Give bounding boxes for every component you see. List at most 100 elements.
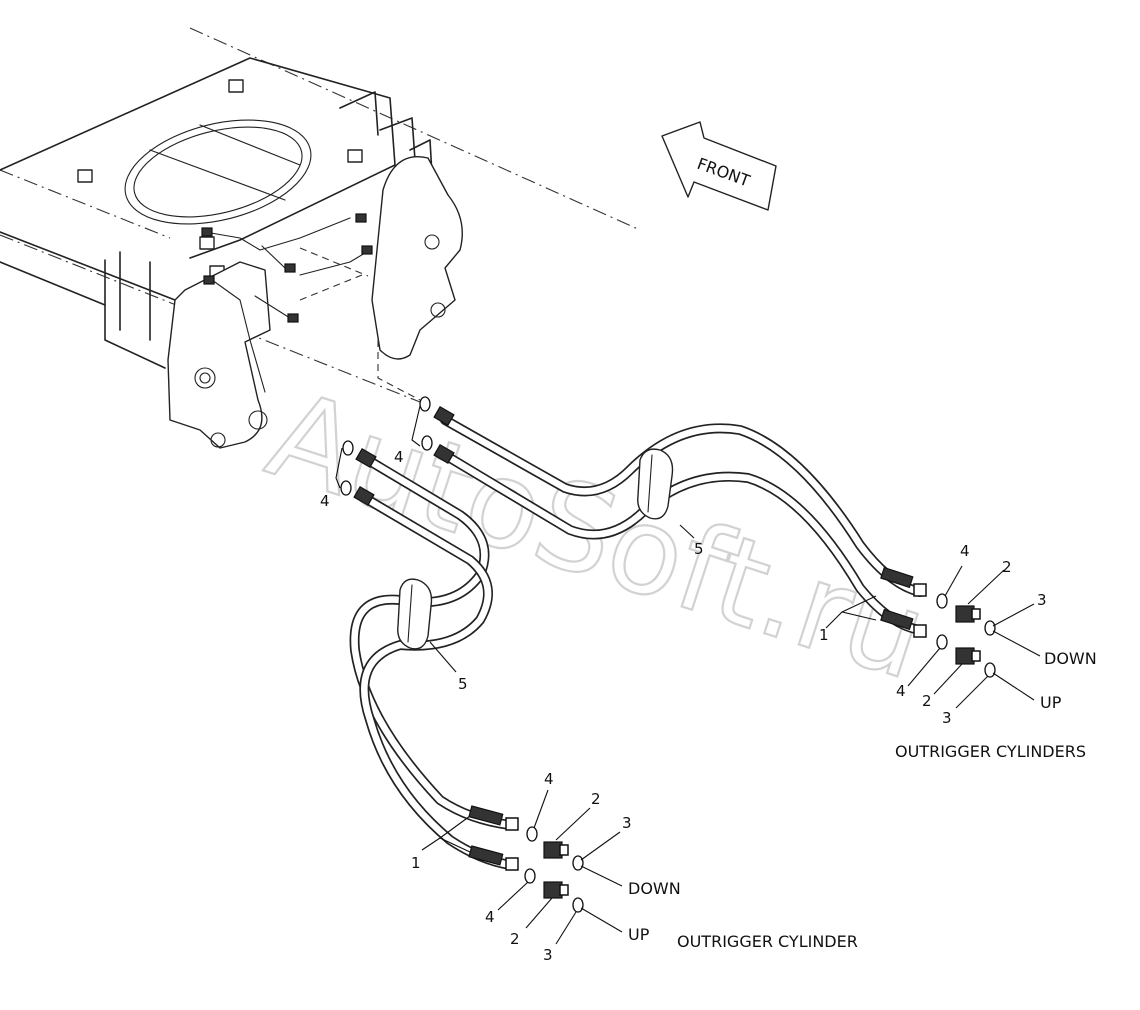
- hose-crimp: [880, 566, 914, 589]
- hose-crimp: [468, 845, 504, 866]
- turntable-ring: [124, 119, 312, 225]
- frame-end-orings: [335, 396, 433, 496]
- hose-end-nut: [505, 857, 519, 871]
- frame-structure: [0, 27, 641, 449]
- leader-line: [439, 837, 471, 853]
- callout-4: 4: [394, 448, 404, 466]
- reference-line: [299, 274, 363, 301]
- adapter-thread: [971, 650, 981, 662]
- frame-web: [379, 117, 416, 161]
- callout-2: 2: [922, 692, 932, 710]
- oring-3: [572, 897, 584, 913]
- outrigger-bracket-left: [167, 261, 271, 449]
- bolt-block: [347, 149, 363, 163]
- leader-line: [907, 647, 941, 687]
- outrigger-bracket-right: [371, 156, 463, 360]
- front-arrow: FRONT: [661, 121, 777, 211]
- left-cylinder-fittings: 4 2 3 DOWN 4 2 3 UP 1 5 OUTRIGGER CYLIND…: [411, 641, 858, 964]
- hose-frame-fitting: [433, 405, 455, 427]
- hose-frame-fitting: [353, 485, 375, 507]
- adapter-2: [543, 841, 569, 859]
- bolt-block: [199, 236, 215, 250]
- oring-4: [936, 593, 948, 609]
- tube-fitting: [284, 263, 296, 273]
- bracket-hole: [430, 302, 446, 318]
- leader-line: [335, 447, 343, 489]
- callout-2: 2: [1002, 558, 1012, 576]
- callout-3: 3: [622, 814, 632, 832]
- adapter-2: [543, 881, 569, 899]
- bracket-pin: [194, 367, 216, 389]
- callout-5: 5: [458, 675, 468, 693]
- tube-fitting: [201, 227, 213, 237]
- callout-3: 3: [543, 946, 553, 964]
- hose-frame-fitting: [433, 443, 455, 465]
- leader-line: [679, 524, 695, 539]
- left-hose-pair: [349, 447, 519, 871]
- caption-outrigger-cylinder: OUTRIGGER CYLINDER: [677, 932, 858, 951]
- frame-top-plate: [0, 57, 396, 259]
- callout-4: 4: [544, 770, 554, 788]
- hose-end-nut: [913, 624, 927, 638]
- leader-line: [841, 595, 877, 613]
- clamp-left: [397, 578, 433, 650]
- callout-5: 5: [694, 540, 704, 558]
- leader-line: [955, 675, 989, 709]
- hose-crimp: [880, 608, 914, 631]
- centerline: [0, 169, 171, 239]
- callout-4: 4: [320, 492, 330, 510]
- adapter-2: [955, 605, 981, 623]
- turntable-line: [199, 124, 301, 166]
- oring-3: [984, 662, 996, 678]
- callout-2: 2: [510, 930, 520, 948]
- leader-line: [555, 911, 577, 945]
- callout-4: 4: [960, 542, 970, 560]
- leader-line: [992, 630, 1041, 657]
- oring: [421, 435, 433, 451]
- adapter-thread: [559, 844, 569, 856]
- frame-lower-edge: [0, 261, 106, 306]
- oring: [419, 396, 431, 412]
- adapter-thread: [971, 608, 981, 620]
- oring-4: [524, 868, 536, 884]
- label-down: DOWN: [1044, 649, 1097, 668]
- frame-lower-edge: [0, 231, 176, 301]
- label-up: UP: [1040, 693, 1062, 712]
- tube-fitting: [203, 275, 215, 285]
- callout-4: 4: [485, 908, 495, 926]
- leader-line: [555, 807, 591, 841]
- leader-line: [992, 672, 1035, 701]
- leader-line: [580, 865, 623, 887]
- leader-line: [933, 663, 963, 695]
- callout-1: 1: [411, 854, 421, 872]
- oring-3: [572, 855, 584, 871]
- bolt-cubes: [77, 79, 363, 279]
- frame-side-plate: [104, 259, 166, 369]
- internal-tube: [204, 217, 351, 251]
- tube-fitting: [355, 213, 367, 223]
- leader-line: [967, 569, 1005, 605]
- caption-outrigger-cylinders: OUTRIGGER CYLINDERS: [895, 742, 1086, 761]
- oring: [340, 480, 352, 496]
- hose-end-nut: [913, 583, 927, 597]
- frame-web: [339, 91, 379, 136]
- leader-line: [580, 831, 621, 861]
- internal-tube: [254, 295, 291, 319]
- turntable-line: [149, 149, 286, 201]
- bracket-hole: [248, 410, 268, 430]
- callout-3: 3: [1037, 591, 1047, 609]
- frame-end-callouts: 4 4: [320, 448, 404, 510]
- clamp-right-seam: [647, 454, 653, 513]
- clamp-right: [637, 448, 674, 520]
- callout-4: 4: [896, 682, 906, 700]
- clamp-left-seam: [407, 584, 413, 643]
- bracket-pin-center: [199, 372, 211, 384]
- tube-fitting: [287, 313, 299, 323]
- hose-frame-fitting: [355, 447, 377, 469]
- oring: [342, 440, 354, 456]
- leader-line: [497, 881, 529, 911]
- bracket-hole: [210, 432, 226, 448]
- oring-4: [526, 826, 538, 842]
